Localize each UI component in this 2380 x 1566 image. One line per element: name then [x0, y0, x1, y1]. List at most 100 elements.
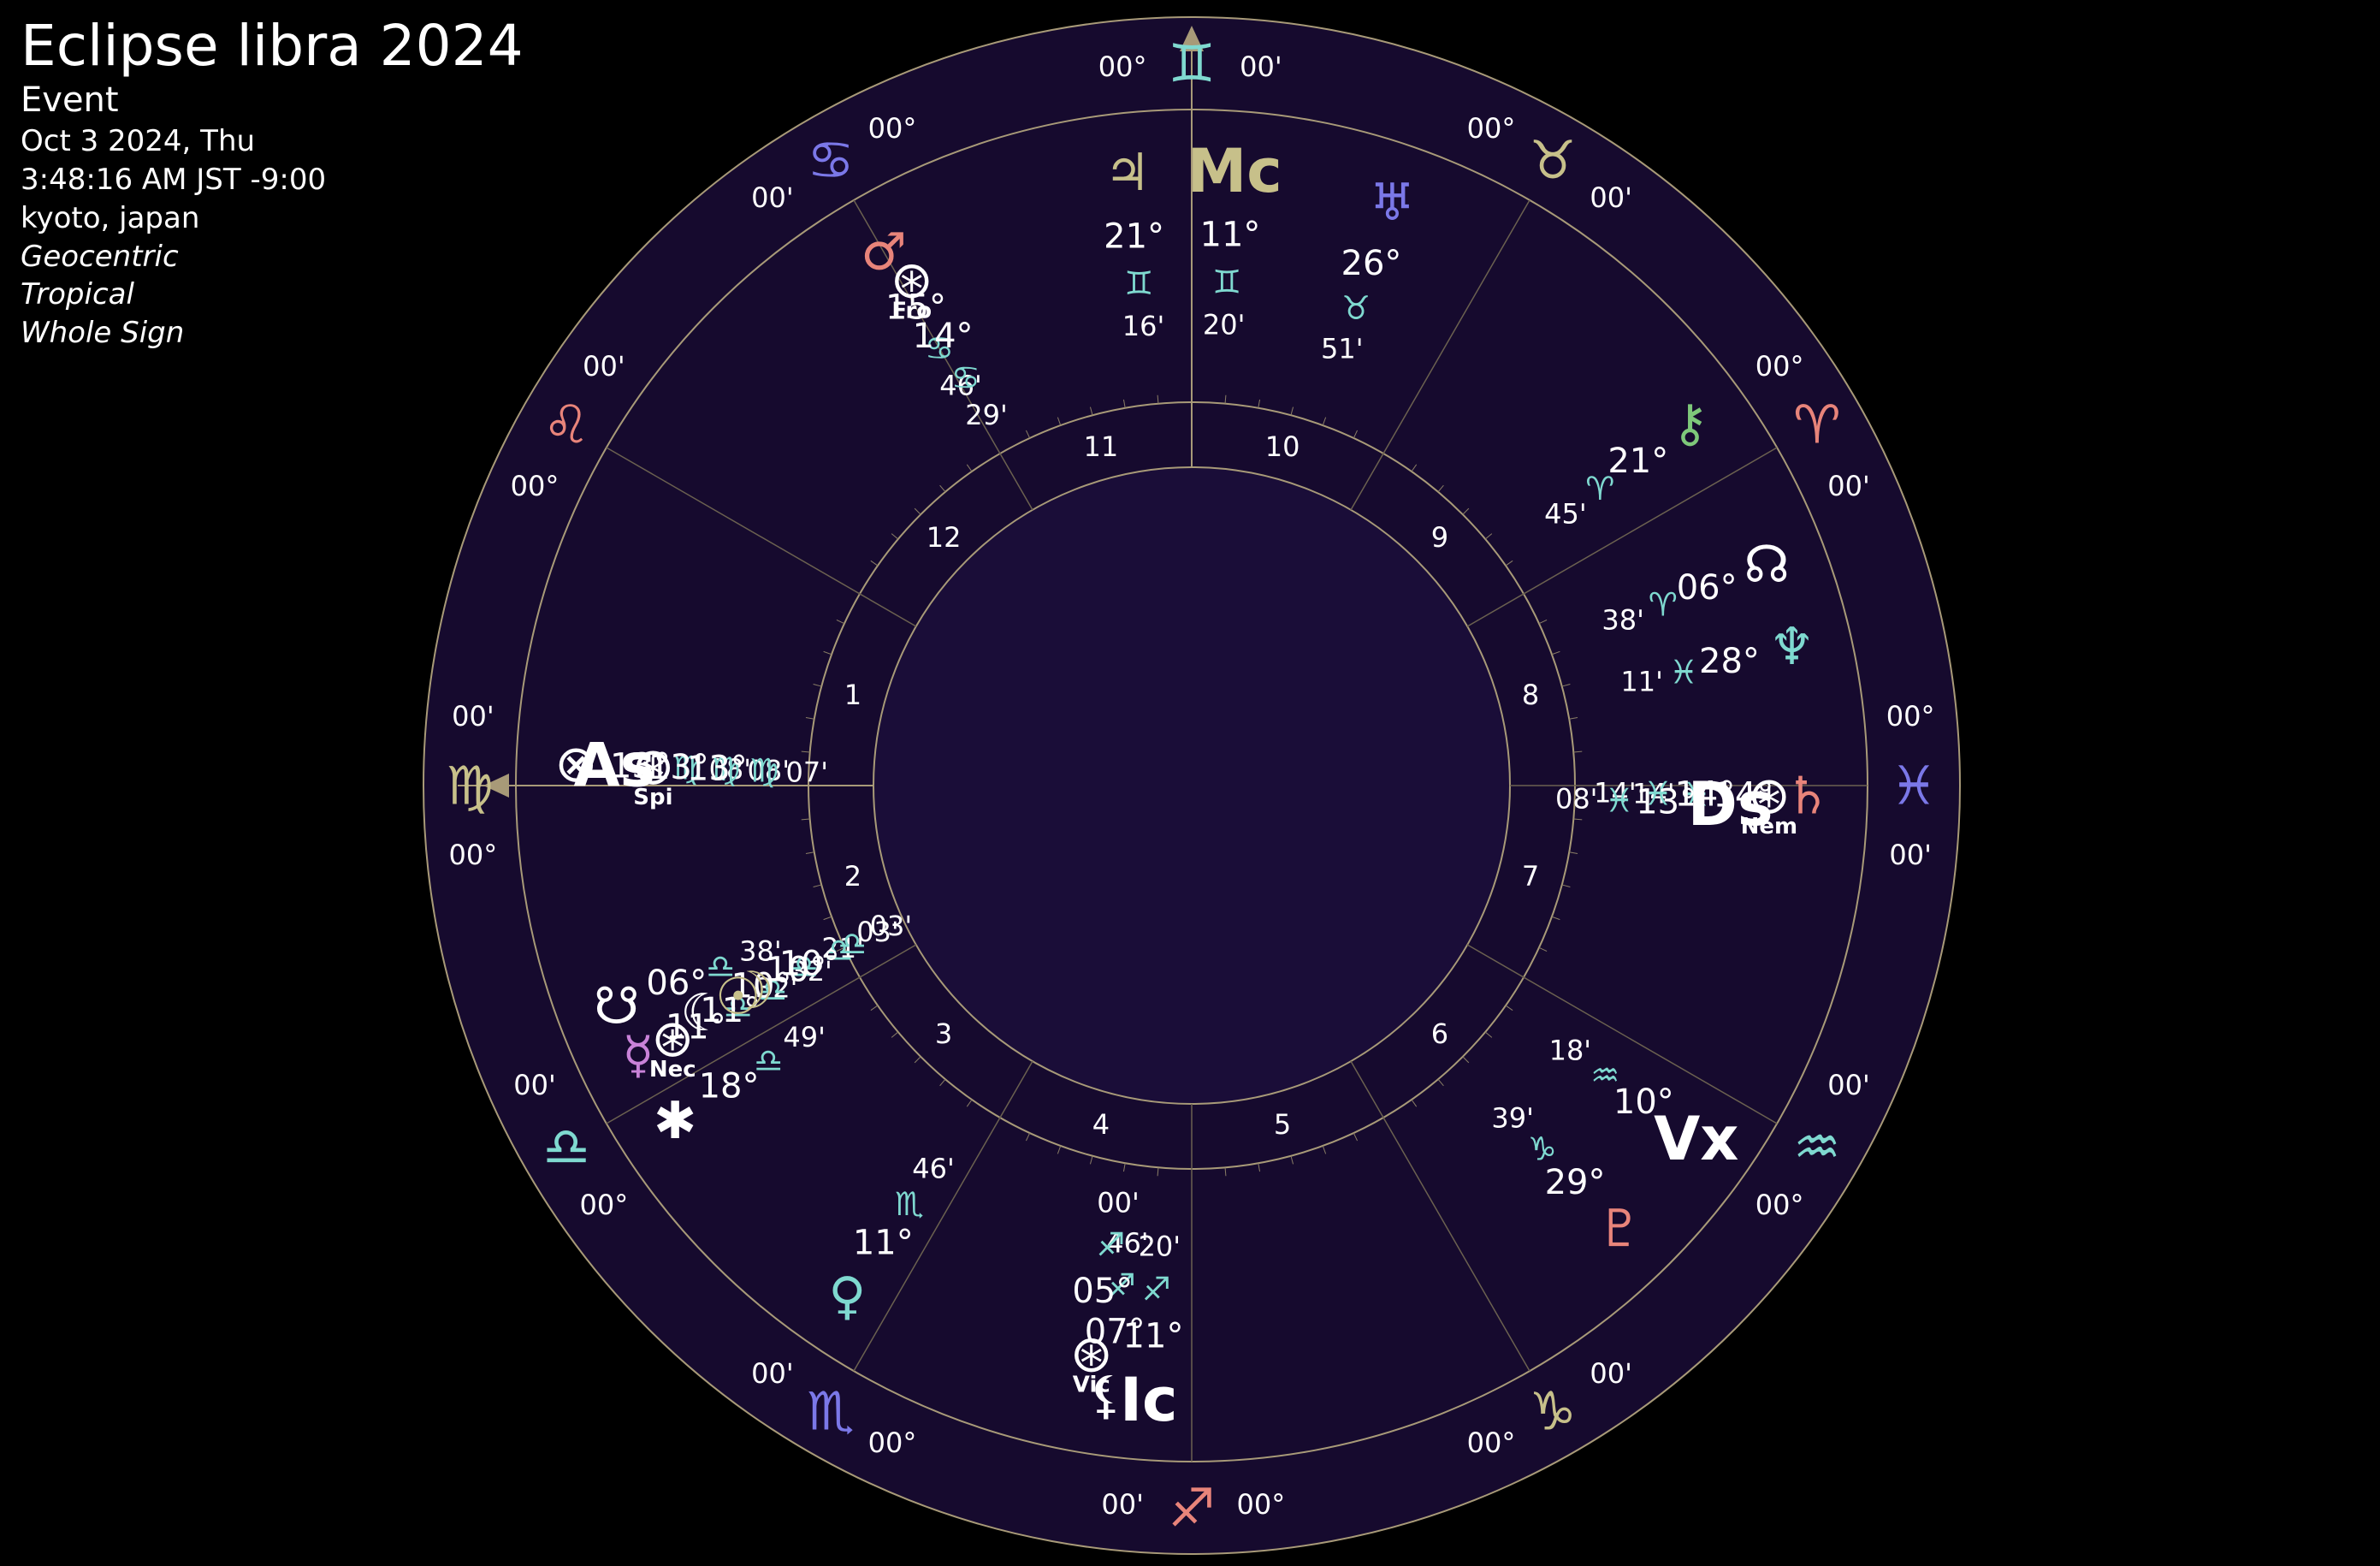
vesta-sign: ♎: [754, 1041, 783, 1079]
degree-tick: [1290, 406, 1294, 416]
sagittarius-sign-glyph: ♐: [1168, 1477, 1216, 1539]
degree-tick: [939, 1078, 946, 1087]
degree-tick: [870, 1005, 879, 1011]
sun-degree: 10°: [766, 951, 826, 990]
north-node-sign: ♈: [1649, 586, 1678, 624]
fro-degree: 14°: [913, 317, 974, 356]
neptune-minutes: 11': [1620, 666, 1663, 698]
ascendant-minutes: 08': [748, 755, 790, 787]
leo-cusp-deg: 00°: [511, 470, 559, 502]
virgo-sign-glyph: ♍: [446, 755, 494, 817]
jupiter-sign: ♊: [1124, 264, 1153, 302]
sagittarius-cusp-deg: 00°: [1237, 1488, 1286, 1521]
scorpio-cusp-min: 00': [751, 1357, 794, 1390]
house-number-4: 4: [1092, 1108, 1110, 1141]
house-number-9: 9: [1431, 521, 1448, 554]
selena-minutes: 21': [821, 932, 864, 964]
aspect-circle: [873, 466, 1511, 1105]
spica-glyph: ⊛: [631, 737, 674, 797]
mc-axis-arrow: [1180, 26, 1204, 51]
ascendant-glyph: As: [573, 730, 655, 800]
degree-tick: [1025, 430, 1031, 439]
pluto-minutes: 39': [1491, 1101, 1534, 1134]
degree-tick: [1462, 507, 1470, 515]
part-of-fortune-minutes: 08': [709, 753, 752, 786]
degree-tick: [1484, 533, 1493, 540]
degree-tick: [1057, 1145, 1062, 1154]
degree-tick: [1322, 417, 1327, 426]
degree-tick: [1025, 1132, 1031, 1142]
taurus-cusp-deg: 00°: [1467, 112, 1516, 145]
degree-tick: [1551, 650, 1560, 655]
aries-cusp-deg: 00°: [1755, 350, 1804, 383]
north-node-degree: 06°: [1677, 568, 1738, 608]
degree-tick: [1411, 1099, 1418, 1107]
chiron-minutes: 45': [1544, 498, 1587, 531]
degree-tick: [1551, 916, 1560, 921]
house-number-7: 7: [1522, 860, 1539, 893]
taurus-cusp-min: 00': [1590, 181, 1632, 214]
asc-axis-arrow: [483, 774, 509, 798]
pluto-sign: ♑: [1528, 1130, 1557, 1167]
degree-tick: [891, 533, 899, 540]
vic-minutes: 00': [1097, 1186, 1140, 1219]
vertex-degree: 10°: [1613, 1083, 1674, 1122]
pisces-cusp-deg: 00°: [1886, 700, 1935, 733]
jupiter-degree: 21°: [1104, 217, 1164, 257]
venus-degree: 11°: [853, 1224, 914, 1263]
fro-sign: ♋: [951, 359, 980, 396]
necessity-glyph: ⊛: [651, 1009, 694, 1069]
sagittarius-cusp-min: 00': [1101, 1488, 1144, 1521]
degree-tick: [805, 851, 814, 855]
degree-tick: [1089, 406, 1093, 416]
house-number-6: 6: [1431, 1017, 1448, 1050]
uranus-sign: ♉: [1341, 289, 1371, 327]
degree-tick: [1437, 1078, 1444, 1087]
degree-tick: [1462, 1056, 1470, 1064]
degree-tick: [1224, 394, 1227, 404]
house-cusp-line: [606, 447, 917, 627]
fro-minutes: 29': [965, 399, 1008, 431]
degree-tick: [914, 1056, 921, 1064]
mercury-glyph: ☿: [622, 1026, 654, 1086]
necessity-label: Nec: [649, 1057, 696, 1083]
black-moon-lilith-minutes: 46': [1106, 1227, 1149, 1260]
house-cusp-line: [1466, 944, 1778, 1124]
south-node-glyph: ☋: [594, 976, 639, 1036]
mercury-minutes: 32': [755, 972, 798, 1005]
virgo-cusp-min: 00': [452, 700, 494, 733]
house-number-3: 3: [935, 1017, 952, 1050]
degree-tick: [813, 884, 822, 888]
chart-type: Event: [21, 80, 119, 121]
taurus-sign-glyph: ♉: [1529, 129, 1577, 192]
house-number-2: 2: [844, 860, 861, 893]
degree-tick: [1322, 1145, 1327, 1154]
mercury-degree: 11°: [666, 1008, 726, 1047]
virgo-cusp-deg: 00°: [449, 839, 498, 871]
mars-glyph: ♂: [861, 222, 907, 282]
moon-minutes: 03': [870, 910, 913, 942]
mc-glyph: Mc: [1187, 136, 1282, 206]
pluto-glyph: ♇: [1596, 1199, 1643, 1259]
degree-tick: [1561, 884, 1571, 888]
vertex-glyph: Vx: [1654, 1104, 1738, 1174]
aries-cusp-min: 00': [1827, 470, 1870, 502]
north-node-glyph: ☊: [1744, 535, 1790, 595]
black-moon-lilith-degree: 07°: [1085, 1313, 1146, 1352]
degree-tick: [1224, 1167, 1227, 1177]
jupiter-glyph: ♃: [1104, 143, 1151, 203]
moon-degree: 10°: [779, 944, 840, 983]
degree-tick: [1538, 946, 1548, 952]
nemesis-glyph: ⊛: [1748, 766, 1791, 826]
chart-system-geocentric: Geocentric: [21, 239, 179, 274]
degree-tick: [1157, 1167, 1159, 1177]
uranus-glyph: ♅: [1370, 173, 1416, 233]
uranus-minutes: 51': [1321, 332, 1364, 365]
pisces-sign-glyph: ♓: [1890, 755, 1938, 817]
nemesis-sign: ♓: [1643, 775, 1673, 813]
degree-tick: [1505, 560, 1513, 566]
ascendant-degree: 13°: [648, 748, 709, 787]
chiron-glyph: ⚷: [1672, 394, 1709, 454]
